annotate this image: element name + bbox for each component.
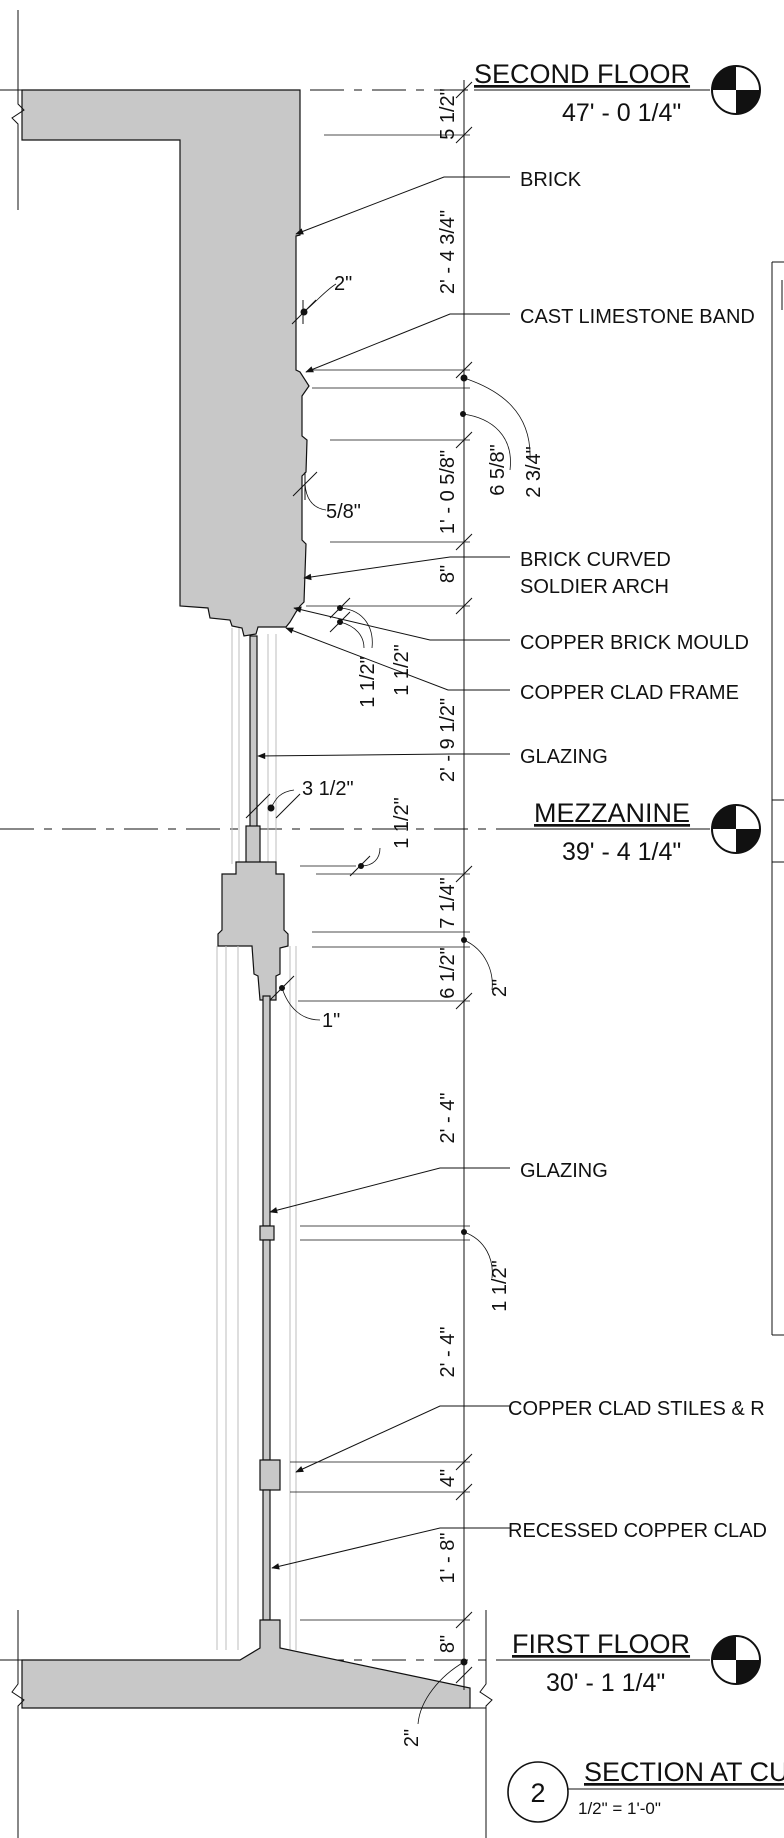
- mezzanine-datum-symbol: [711, 804, 761, 854]
- upper-wall-mass: [11, 10, 310, 637]
- dim-1-half-b: 1 1/2": [391, 644, 413, 696]
- tag-1: 1": [322, 1010, 340, 1032]
- callout-arch-line1: BRICK CURVED: [520, 549, 671, 571]
- callout-glazing-upper: GLAZING: [520, 746, 608, 768]
- dim-4: 4": [437, 1469, 459, 1487]
- first-floor-elevation: 30' - 1 1/4": [546, 1669, 665, 1697]
- mezzanine-elevation: 39' - 4 1/4": [562, 838, 681, 866]
- tag-leaders: [270, 283, 531, 1725]
- dim-7-quarter: 7 1/4": [437, 877, 459, 929]
- tag-2-top: 2": [334, 273, 352, 295]
- callout-mould: COPPER BRICK MOULD: [520, 632, 749, 654]
- leader-frame: [285, 627, 510, 691]
- first-floor-name: FIRST FLOOR: [512, 1629, 690, 1659]
- upper-mullion-solid: [249, 635, 258, 832]
- callout-stiles: COPPER CLAD STILES & R: [508, 1398, 765, 1420]
- second-floor-name: SECOND FLOOR: [474, 59, 690, 89]
- leader-glazing-upper: [257, 752, 510, 760]
- dim-2-4-a: 2' - 4": [437, 1093, 459, 1144]
- leader-arch: [303, 556, 510, 581]
- lower-rail-1: [259, 1225, 275, 1241]
- callout-arch-line2: SOLDIER ARCH: [520, 576, 669, 598]
- second-floor-datum-symbol: [711, 65, 761, 115]
- callout-recessed: RECESSED COPPER CLAD: [508, 1520, 767, 1542]
- lower-glazing-frame: [216, 946, 297, 1650]
- dim-2-3q: 2 3/4": [523, 446, 545, 498]
- first-floor-datum-symbol: [711, 1635, 761, 1685]
- sill-solid: [21, 1619, 471, 1709]
- dim-2-9-half: 2' - 9 1/2": [437, 698, 459, 782]
- dim-8-upper: 8": [437, 565, 459, 583]
- dim-2-4-3q: 2' - 4 3/4": [437, 210, 459, 294]
- callout-glazing-lower: GLAZING: [520, 1160, 608, 1182]
- callout-limestone: CAST LIMESTONE BAND: [520, 306, 755, 328]
- dimension-labels: 5 1/2" 2' - 4 3/4" 1' - 0 5/8" 6 5/8" 2 …: [357, 88, 545, 1747]
- dim-2-4-b: 2' - 4": [437, 1327, 459, 1378]
- callout-leaders: [257, 176, 510, 1570]
- leader-stiles: [295, 1405, 510, 1473]
- callout-labels: BRICK CAST LIMESTONE BAND BRICK CURVED S…: [508, 169, 767, 1542]
- mezzanine-block-solid: [217, 861, 289, 1001]
- dim-1-half-d: 1 1/2": [489, 1260, 511, 1312]
- section-number: 2: [530, 1778, 545, 1808]
- dim-1-0-5-8: 1' - 0 5/8": [437, 450, 459, 534]
- mezz-transom-solid: [245, 825, 261, 865]
- extension-lines: [290, 134, 470, 1621]
- leader-glazing-lower: [269, 1167, 510, 1214]
- leader-brick: [295, 176, 510, 235]
- leader-recessed: [271, 1527, 510, 1570]
- leader-limestone: [305, 313, 510, 373]
- section-title: SECTION AT CU: [584, 1757, 784, 1787]
- level-marker-first-floor: FIRST FLOOR 30' - 1 1/4": [512, 1629, 761, 1697]
- header-brick-solid: [21, 89, 310, 637]
- lower-rail-2: [259, 1459, 281, 1491]
- dim-6-5-8: 6 5/8": [487, 444, 509, 496]
- lower-mullion-seg3: [262, 1489, 271, 1621]
- level-marker-second-floor: SECOND FLOOR 47' - 0 1/4": [474, 59, 761, 127]
- dim-5-half: 5 1/2": [437, 88, 459, 140]
- lower-break-line-left: [11, 1610, 25, 1838]
- dim-1-half-a: 1 1/2": [357, 656, 379, 708]
- upper-glazing-frame: [231, 628, 277, 865]
- sheet-box-border: [771, 261, 784, 1336]
- section-title-block: 2 SECTION AT CU 1/2" = 1'-0": [507, 1757, 784, 1823]
- lower-break-line-right: [479, 1610, 493, 1838]
- tag-5-8: 5/8": [326, 501, 361, 523]
- tag-labels: 2" 5/8" 3 1/2" 1": [302, 273, 361, 1032]
- leader-mould: [293, 606, 510, 641]
- upper-break-line: [11, 10, 25, 210]
- dim-2-right: 2": [489, 979, 511, 997]
- mezzanine-mass: [217, 861, 289, 1001]
- dim-1-half-c: 1 1/2": [391, 797, 413, 849]
- dim-1-8: 1' - 8": [437, 1533, 459, 1584]
- callout-brick: BRICK: [520, 169, 582, 191]
- dim-6-half: 6 1/2": [437, 947, 459, 999]
- mezzanine-name: MEZZANINE: [534, 798, 690, 828]
- lower-mullion-seg1: [262, 995, 271, 1227]
- section-number-bubble: [507, 1761, 569, 1823]
- dim-8-lower: 8": [437, 1635, 459, 1653]
- callout-frame: COPPER CLAD FRAME: [520, 682, 739, 704]
- second-floor-elevation: 47' - 0 1/4": [562, 99, 681, 127]
- level-marker-mezzanine: MEZZANINE 39' - 4 1/4": [530, 798, 784, 866]
- dim-2-bottom: 2": [401, 1729, 423, 1747]
- first-floor-mass: [11, 1610, 493, 1838]
- section-scale: 1/2" = 1'-0": [578, 1799, 661, 1818]
- lower-mullion-seg2: [262, 1239, 271, 1461]
- dimension-string: [245, 80, 531, 1725]
- tag-3-half: 3 1/2": [302, 778, 354, 800]
